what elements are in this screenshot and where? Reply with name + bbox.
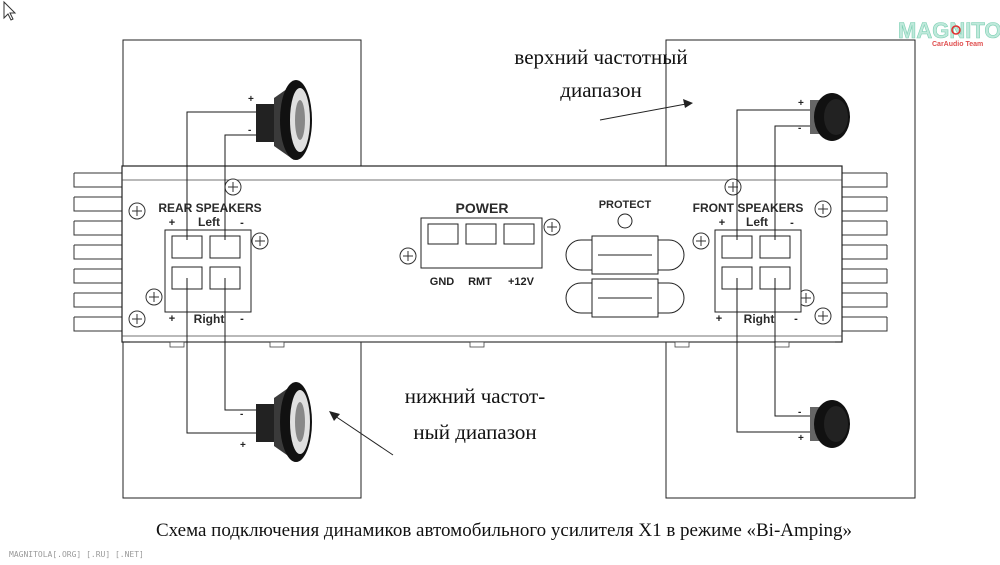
svg-text:+: + (798, 98, 804, 109)
protect-led (617, 213, 633, 229)
svg-text:+: + (248, 94, 254, 105)
tweeter-speaker-icon: + - (798, 93, 850, 141)
protect-label: PROTECT (599, 199, 652, 211)
rear-left-minus: - (240, 217, 244, 229)
fuse-holder-top (565, 235, 685, 275)
rear-right-minus: - (240, 313, 244, 325)
svg-text:-: - (798, 407, 801, 418)
power-terminal-block (420, 217, 543, 269)
mouse-cursor-icon (3, 0, 17, 21)
front-right-minus: - (794, 313, 798, 325)
rear-right-plus: + (169, 313, 175, 325)
upper-range-annotation-line1: верхний частотный (514, 45, 687, 69)
rear-speaker-terminal-block (164, 229, 252, 313)
rear-left-label: Left (198, 215, 220, 229)
front-left-plus: + (719, 217, 725, 229)
front-right-label: Right (744, 312, 775, 326)
power-pin-gnd: GND (430, 276, 455, 288)
heatsink-left (73, 172, 122, 332)
rear-speakers-title: REAR SPEAKERS (158, 201, 261, 215)
heatsink-right (842, 172, 888, 332)
lower-range-annotation-line2: ный диапазон (413, 420, 536, 444)
woofer-speaker-icon: - + (240, 382, 312, 462)
svg-text:+: + (240, 440, 246, 451)
lower-range-arrow (329, 411, 394, 456)
front-left-minus: - (790, 217, 794, 229)
front-wires (736, 109, 810, 433)
upper-range-arrow (599, 99, 693, 121)
rear-left-plus: + (169, 217, 175, 229)
front-speaker-terminal-block (714, 229, 802, 313)
lower-range-annotation-line1: нижний частот- (405, 384, 545, 408)
diagram-caption: Схема подключения динамиков автомобильно… (156, 520, 852, 541)
front-right-plus: + (716, 313, 722, 325)
woofer-speaker-icon: + - (248, 80, 312, 160)
rear-wires (186, 111, 257, 434)
svg-text:CarAudio Team: CarAudio Team (932, 41, 983, 48)
front-left-label: Left (746, 215, 768, 229)
watermark-text: MAGNITOLA[.ORG] [.RU] [.NET] (9, 550, 144, 559)
svg-text:-: - (240, 409, 243, 420)
svg-text:-: - (248, 125, 251, 136)
tweeter-speaker-icon: - + (798, 400, 850, 448)
power-pin-12v: +12V (508, 276, 535, 288)
rear-right-label: Right (194, 312, 225, 326)
power-title: POWER (456, 200, 509, 216)
svg-text:MAGNITOLA: MAGNITOLA (898, 18, 1000, 43)
upper-range-annotation-line2: диапазон (560, 78, 641, 102)
magnitola-logo: MAGNITOLA CarAudio Team (898, 18, 1000, 48)
svg-text:-: - (798, 123, 801, 134)
svg-text:+: + (798, 433, 804, 444)
fuse-holder-bottom (565, 278, 685, 318)
front-speakers-title: FRONT SPEAKERS (693, 201, 804, 215)
power-pin-rmt: RMT (468, 276, 492, 288)
